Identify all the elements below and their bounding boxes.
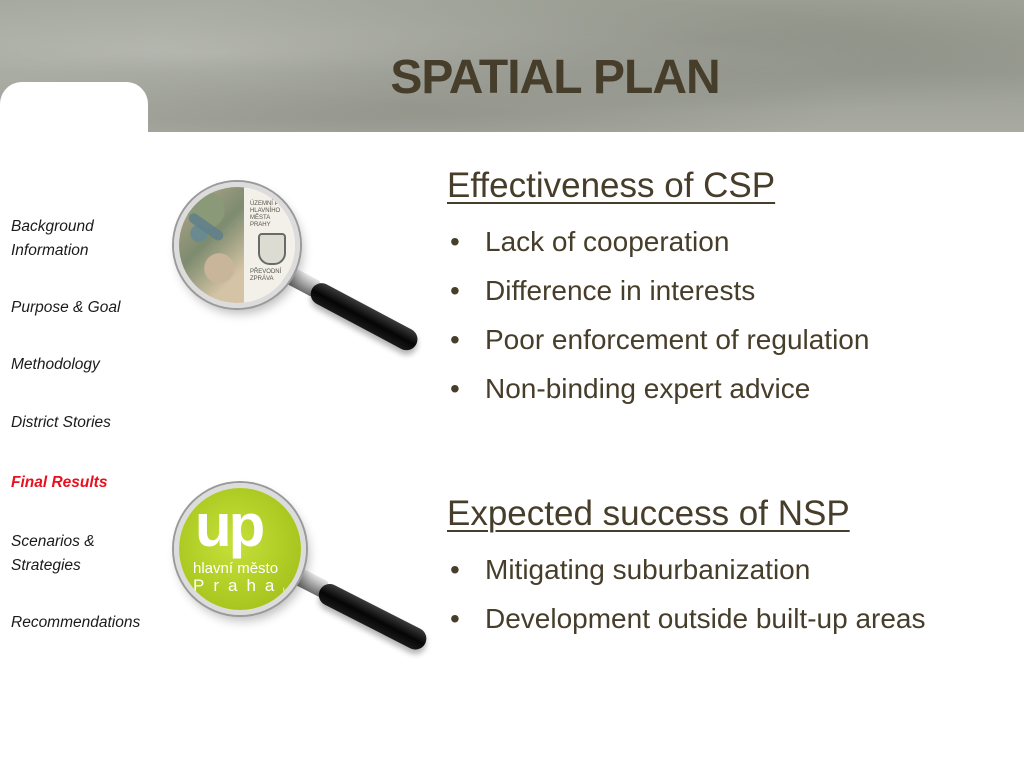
- plan-doc-line: PŘEVODNÍ: [249, 269, 282, 275]
- logo-praha-text: Praha: [193, 576, 284, 595]
- magnifier-handle: [306, 279, 422, 355]
- nav-item-final-results[interactable]: Final Results: [11, 471, 107, 495]
- nav-item-label: Final Results: [11, 474, 108, 491]
- nav-item-label-line: Strategies: [11, 557, 81, 574]
- plan-doc-line: PRAHY: [249, 222, 271, 228]
- plan-document-cover: ÚZEMNÍ PLÁN HLAVNÍHO MĚSTA PRAHY PŘEVODN…: [243, 187, 295, 303]
- plan-doc-line: ZPRÁVA: [249, 276, 274, 282]
- nav-item-label: Purpose & Goal: [11, 299, 121, 316]
- nav-item-scenarios-strategies[interactable]: Scenarios & Strategies: [11, 530, 95, 578]
- up-praha-logo-image: up hlavní město Praha konc: [174, 483, 306, 615]
- nav-item-methodology[interactable]: Methodology: [11, 353, 100, 377]
- crest-icon: [257, 233, 286, 265]
- nav-item-label-line: Scenarios &: [11, 533, 95, 550]
- header-tab: [0, 82, 148, 132]
- bullet-dot-icon: •: [450, 373, 460, 404]
- plan-doc-line: HLAVNÍHO MĚSTA: [249, 208, 281, 221]
- nav-item-label: Methodology: [11, 356, 100, 373]
- magnifying-glass-icon: ÚZEMNÍ PLÁN HLAVNÍHO MĚSTA PRAHY PŘEVODN…: [160, 170, 440, 370]
- plan-document-image: ÚZEMNÍ PLÁN HLAVNÍHO MĚSTA PRAHY PŘEVODN…: [174, 182, 300, 308]
- bullet-dot-icon: •: [450, 554, 460, 585]
- nav-item-label-line: Background: [11, 218, 94, 235]
- nav-item-purpose-goal[interactable]: Purpose & Goal: [11, 296, 120, 320]
- logo-tail-text: konc: [283, 588, 298, 595]
- bullet-dot-icon: •: [450, 324, 460, 355]
- section-heading-effectiveness: Effectiveness of CSP: [447, 166, 776, 205]
- bullet-text: Difference in interests: [485, 275, 756, 306]
- aerial-map-image: [179, 187, 247, 303]
- magnifying-glass-icon: up hlavní město Praha konc: [160, 475, 440, 675]
- magnifier-handle: [315, 580, 431, 654]
- header-band: SPATIAL PLAN: [0, 0, 1024, 132]
- nav-item-label: Recommendations: [11, 614, 141, 631]
- nav-item-label-line: Information: [11, 242, 89, 259]
- nav-item-district-stories[interactable]: District Stories: [11, 411, 111, 435]
- bullet-dot-icon: •: [450, 226, 460, 257]
- logo-up-text: up: [195, 492, 265, 559]
- logo-city-text: hlavní město: [193, 560, 279, 577]
- bullet-dot-icon: •: [450, 603, 460, 634]
- plan-doc-line: ÚZEMNÍ PLÁN: [249, 201, 291, 207]
- nav-item-background-information[interactable]: Background Information: [11, 215, 94, 263]
- slide-title: SPATIAL PLAN: [390, 51, 720, 104]
- section-heading-expected-success: Expected success of NSP: [447, 494, 850, 533]
- bullet-text: Poor enforcement of regulation: [485, 324, 870, 355]
- bullet-dot-icon: •: [450, 275, 460, 306]
- bullet-text: Development outside built-up areas: [485, 603, 926, 634]
- bullet-text: Mitigating suburbanization: [485, 554, 811, 585]
- nav-item-label: District Stories: [11, 414, 111, 431]
- bullet-text: Lack of cooperation: [485, 226, 730, 257]
- nav-item-recommendations[interactable]: Recommendations: [11, 611, 140, 635]
- bullet-text: Non-binding expert advice: [485, 373, 811, 404]
